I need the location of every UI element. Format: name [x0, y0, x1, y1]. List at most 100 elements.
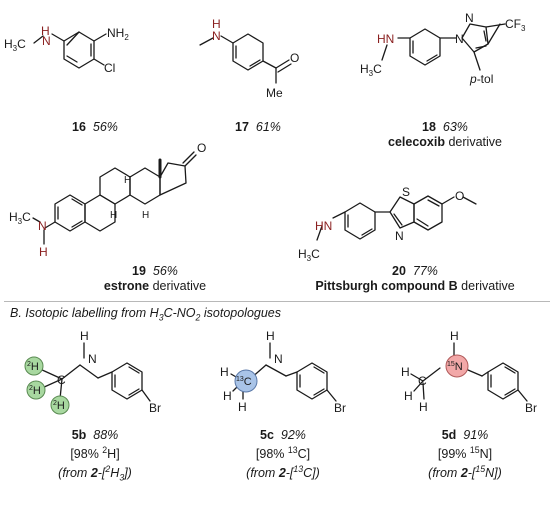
label-hn-18: HN — [377, 32, 394, 46]
isotope-purity: [98% 13C] — [255, 445, 311, 462]
label-n-16: N — [42, 34, 51, 48]
label-h-5b: H — [80, 329, 89, 343]
label-d3-5b: 2H — [53, 400, 65, 412]
compound-yield: 92% — [280, 428, 306, 442]
label-c13-5c: 13C — [236, 376, 252, 388]
compound-number: 20 — [392, 264, 406, 278]
label-h-16: H — [41, 24, 50, 38]
label-nh2-16: NH2 — [107, 26, 129, 42]
label-hn-20: HN — [315, 219, 332, 233]
label-hc-5d: H — [419, 400, 428, 414]
label-n-20: N — [395, 229, 404, 243]
atom-labels: H3C H N NH2 Cl H N O Me HN H3C N N CF3 p… — [4, 11, 537, 415]
label-n2-18: N — [465, 11, 474, 25]
caption-5d: 5d 91% [99% 15N] (from 2-[15N]) — [410, 428, 520, 481]
label-me-17: Me — [266, 86, 283, 100]
caption-18: 18 63% celecoxib derivative — [370, 120, 520, 150]
nitrogen15-circle — [445, 354, 469, 378]
compound-note: derivative — [152, 279, 207, 293]
label-n-19: N — [38, 219, 47, 233]
label-ptol-18: p-tol — [469, 72, 493, 86]
compound-number: 5b — [71, 428, 87, 442]
structure-5b — [39, 342, 151, 402]
label-n-5b: N — [88, 352, 97, 366]
label-o-19: O — [197, 141, 206, 155]
caption-17: 17 61% — [203, 120, 313, 135]
label-hc-5c: H — [238, 400, 247, 414]
compound-number: 16 — [72, 120, 86, 134]
structure-19 — [32, 151, 197, 245]
label-h-19a: H — [124, 175, 131, 186]
compound-yield: 63% — [442, 120, 468, 134]
label-n1-18: N — [455, 32, 464, 46]
isotope-purity: [98% 2H] — [70, 445, 120, 462]
caption-19: 19 56% estrone derivative — [80, 264, 230, 294]
label-s-20: S — [402, 185, 410, 199]
compound-note: derivative — [448, 135, 502, 149]
caption-5b: 5b 88% [98% 2H] (from 2-[2H3]) — [40, 428, 150, 486]
caption-20: 20 77% Pittsburgh compound B derivative — [300, 264, 530, 294]
label-h3c-20: H3C — [298, 247, 320, 263]
carbon13-circle — [234, 369, 258, 393]
label-hb-5c: H — [223, 389, 232, 403]
label-n15-5d: 15N — [447, 361, 463, 373]
label-o-20: O — [455, 189, 464, 203]
deuterium-circle-3 — [50, 395, 70, 415]
deuterium-circle-1 — [24, 356, 44, 376]
label-h3c-16: H3C — [4, 37, 26, 53]
compound-yield: 91% — [463, 428, 489, 442]
structure-18 — [381, 23, 506, 71]
label-h-19: H — [39, 245, 48, 259]
caption-5c: 5c 92% [98% 13C] (from 2-[13C]) — [228, 428, 338, 481]
compound-yield: 77% — [412, 264, 438, 278]
compound-number: 5c — [260, 428, 274, 442]
label-c-5b: C — [57, 373, 66, 387]
label-c-5d: C — [418, 374, 427, 388]
label-h-19b: H — [110, 210, 117, 221]
isotope-source: (from 2-[13C]) — [246, 464, 320, 481]
compound-yield: 88% — [93, 428, 119, 442]
section-divider — [4, 301, 550, 302]
label-n-17: N — [212, 29, 221, 43]
deuterium-circle-2 — [26, 380, 46, 400]
compound-yield: 56% — [152, 264, 178, 278]
label-h3c-19: H3C — [9, 210, 31, 226]
compound-yield: 61% — [255, 120, 281, 134]
label-cf3-18: CF3 — [505, 17, 526, 33]
structure-16 — [33, 31, 107, 69]
label-br-5b: Br — [149, 401, 161, 415]
isotope-source: (from 2-[15N]) — [428, 464, 502, 481]
label-o-17: O — [290, 51, 299, 65]
compound-number: 5d — [441, 428, 457, 442]
label-h-5c: H — [266, 329, 275, 343]
label-br-5c: Br — [334, 401, 346, 415]
isotope-highlights — [24, 354, 469, 415]
compound-note-bold: celecoxib — [388, 135, 445, 149]
label-h3c-18: H3C — [360, 62, 382, 78]
compound-number: 17 — [235, 120, 249, 134]
label-h-19c: H — [142, 210, 149, 221]
label-d2-5b: 2H — [29, 385, 41, 397]
label-n-5c: N — [274, 352, 283, 366]
structure-20 — [316, 195, 477, 241]
structure-17 — [199, 33, 292, 84]
compound-yield: 56% — [92, 120, 118, 134]
section-b-title: B. Isotopic labelling from H3C-NO2 isoto… — [10, 306, 282, 323]
isotope-purity: [99% 15N] — [437, 445, 493, 462]
caption-16: 16 56% — [40, 120, 150, 135]
compound-note-bold: Pittsburgh compound B — [315, 279, 458, 293]
label-h-5d: H — [450, 329, 459, 343]
compound-number: 19 — [132, 264, 146, 278]
label-ha-5c: H — [220, 365, 229, 379]
label-ha-5d: H — [401, 365, 410, 379]
compound-note: derivative — [461, 279, 515, 293]
structure-5d — [410, 342, 528, 402]
label-hb-5d: H — [404, 389, 413, 403]
compound-note-bold: estrone — [103, 279, 150, 293]
isotope-source: (from 2-[2H3]) — [58, 464, 132, 483]
label-cl-16: Cl — [104, 61, 115, 75]
label-br-5d: Br — [525, 401, 537, 415]
label-h-17: H — [212, 17, 221, 31]
